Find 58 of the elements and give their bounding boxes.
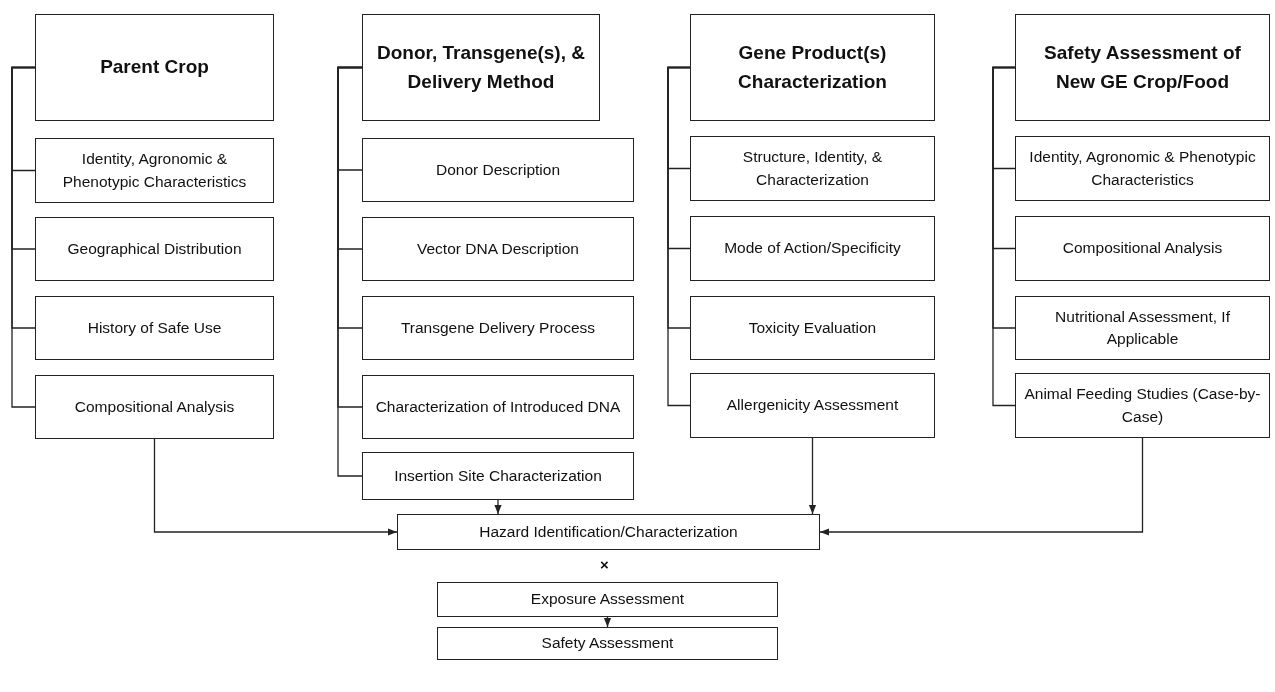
box-text: Donor Description xyxy=(435,159,561,180)
process-box xyxy=(1015,373,1270,438)
header-box xyxy=(35,14,274,121)
box-text: Nutritional Assessment, If Applicable xyxy=(1054,306,1231,349)
box-text: Exposure Assessment xyxy=(530,589,685,610)
process-box xyxy=(437,627,778,660)
arrow xyxy=(819,437,1144,536)
process-box xyxy=(1015,296,1270,360)
process-box xyxy=(397,514,820,550)
process-box xyxy=(1015,216,1270,281)
bracket-line xyxy=(667,66,691,407)
process-box xyxy=(35,217,274,281)
process-box xyxy=(35,138,274,203)
box-text: Compositional Analysis xyxy=(74,396,235,417)
header-text: Safety Assessment of New GE Crop/Food xyxy=(1043,41,1242,94)
box-text: Geographical Distribution xyxy=(67,238,242,259)
header-text: Parent Crop xyxy=(100,55,209,80)
header-text: Gene Product(s) Characterization xyxy=(737,41,888,94)
process-box xyxy=(362,375,634,439)
process-box xyxy=(690,373,935,438)
process-box xyxy=(362,296,634,360)
arrow xyxy=(808,437,817,515)
multiply-sign: × xyxy=(600,556,609,573)
header-box xyxy=(690,14,935,121)
box-text: Toxicity Evaluation xyxy=(748,317,877,338)
box-text: Allergenicity Assessment xyxy=(726,395,899,416)
process-box xyxy=(35,375,274,439)
process-box xyxy=(437,582,778,617)
box-text: Identity, Agronomic & Phenotypic Characteristics xyxy=(61,149,248,192)
arrow xyxy=(603,616,612,628)
header-box xyxy=(1015,14,1270,121)
process-box xyxy=(690,216,935,281)
process-box xyxy=(362,138,634,202)
box-text: Identity, Agronomic & Phenotypic Characteristics xyxy=(1028,147,1257,190)
process-box xyxy=(362,217,634,281)
box-text: Vector DNA Description xyxy=(417,238,579,259)
bracket-line xyxy=(11,66,36,408)
box-text: Animal Feeding Studies (Case-by-Case) xyxy=(1023,384,1262,427)
box-text: Structure, Identity, & Characterization xyxy=(741,147,884,190)
box-text: Compositional Analysis xyxy=(1062,238,1223,259)
process-box xyxy=(362,452,634,500)
arrow xyxy=(494,499,502,515)
box-text: Characterization of Introduced DNA xyxy=(375,396,621,417)
process-box xyxy=(1015,136,1270,201)
header-box xyxy=(362,14,600,121)
arrow xyxy=(153,438,398,536)
process-box xyxy=(690,296,935,360)
box-text: Hazard Identification/Characterization xyxy=(479,521,738,542)
process-box xyxy=(690,136,935,201)
box-text: Mode of Action/Specificity xyxy=(724,238,901,259)
box-text: Safety Assessment xyxy=(541,633,674,654)
process-box xyxy=(35,296,274,360)
box-text: History of Safe Use xyxy=(87,317,222,338)
header-text: Donor, Transgene(s), & Delivery Method xyxy=(376,41,586,94)
box-text: Insertion Site Characterization xyxy=(394,465,602,486)
bracket-line xyxy=(337,66,363,477)
bracket-line xyxy=(992,66,1016,407)
box-text: Transgene Delivery Process xyxy=(400,317,596,338)
